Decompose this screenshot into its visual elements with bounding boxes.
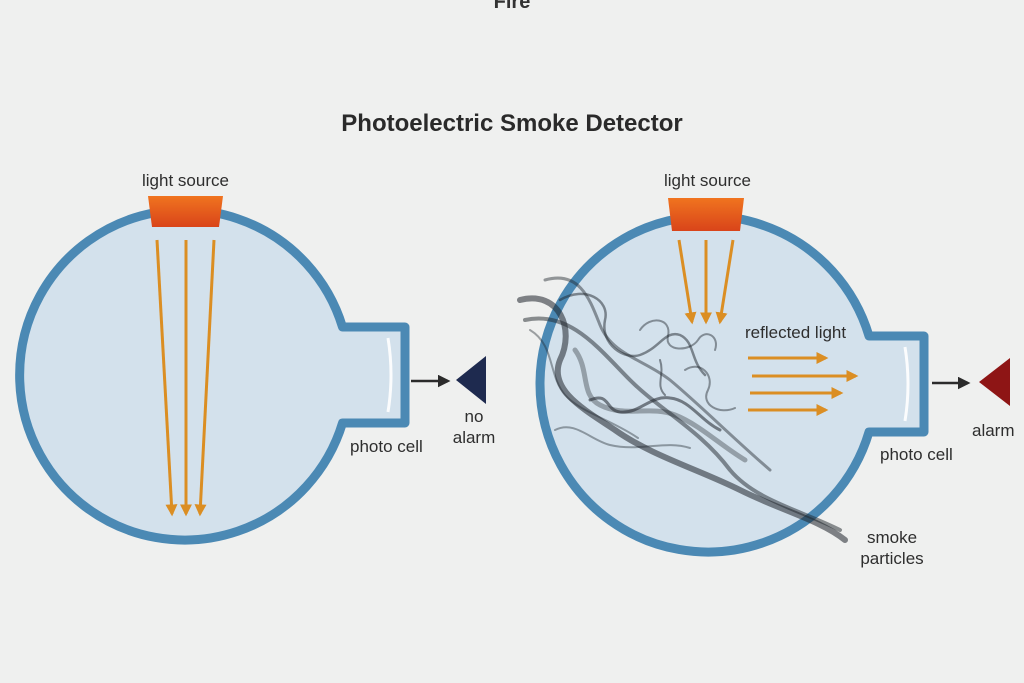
right-light-emitter (668, 198, 744, 231)
left-no-alarm-indicator (456, 356, 486, 404)
smoke-particles-label-line1: smoke (866, 528, 918, 547)
left-photo-cell-label: photo cell (350, 437, 423, 456)
left-beam-3 (194, 239, 216, 517)
left-light-emitter (148, 196, 223, 227)
reflected-light-label: reflected light (745, 323, 847, 342)
cropped-heading-fragment: Fire (493, 0, 531, 13)
alarm-label: alarm (972, 421, 1015, 440)
right-chamber (535, 211, 929, 557)
right-alarm-indicator (979, 358, 1010, 406)
no-alarm-label-line1: no (464, 407, 484, 426)
left-chamber (15, 205, 410, 545)
left-chamber-body (15, 205, 410, 545)
right-beam-1 (677, 239, 697, 325)
right-photo-cell-label: photo cell (880, 445, 953, 464)
right-light-beams (677, 239, 735, 325)
diagram-title: Photoelectric Smoke Detector (341, 110, 683, 137)
reflected-light-arrows (748, 352, 859, 416)
left-light-beams (155, 239, 216, 517)
right-light-source-label: light source (664, 171, 751, 190)
left-light-source-label: light source (142, 171, 229, 190)
right-beam-3 (715, 239, 735, 325)
left-photo-cell (386, 337, 393, 413)
left-light-source (148, 196, 223, 227)
right-chamber-body (535, 211, 929, 557)
right-photo-cell (903, 346, 910, 422)
smoke-particles (517, 276, 848, 543)
left-beam-1 (155, 239, 178, 517)
right-light-source (668, 198, 744, 231)
no-alarm-label-line2: alarm (452, 428, 496, 447)
smoke-particles-label-line2: particles (860, 549, 924, 568)
